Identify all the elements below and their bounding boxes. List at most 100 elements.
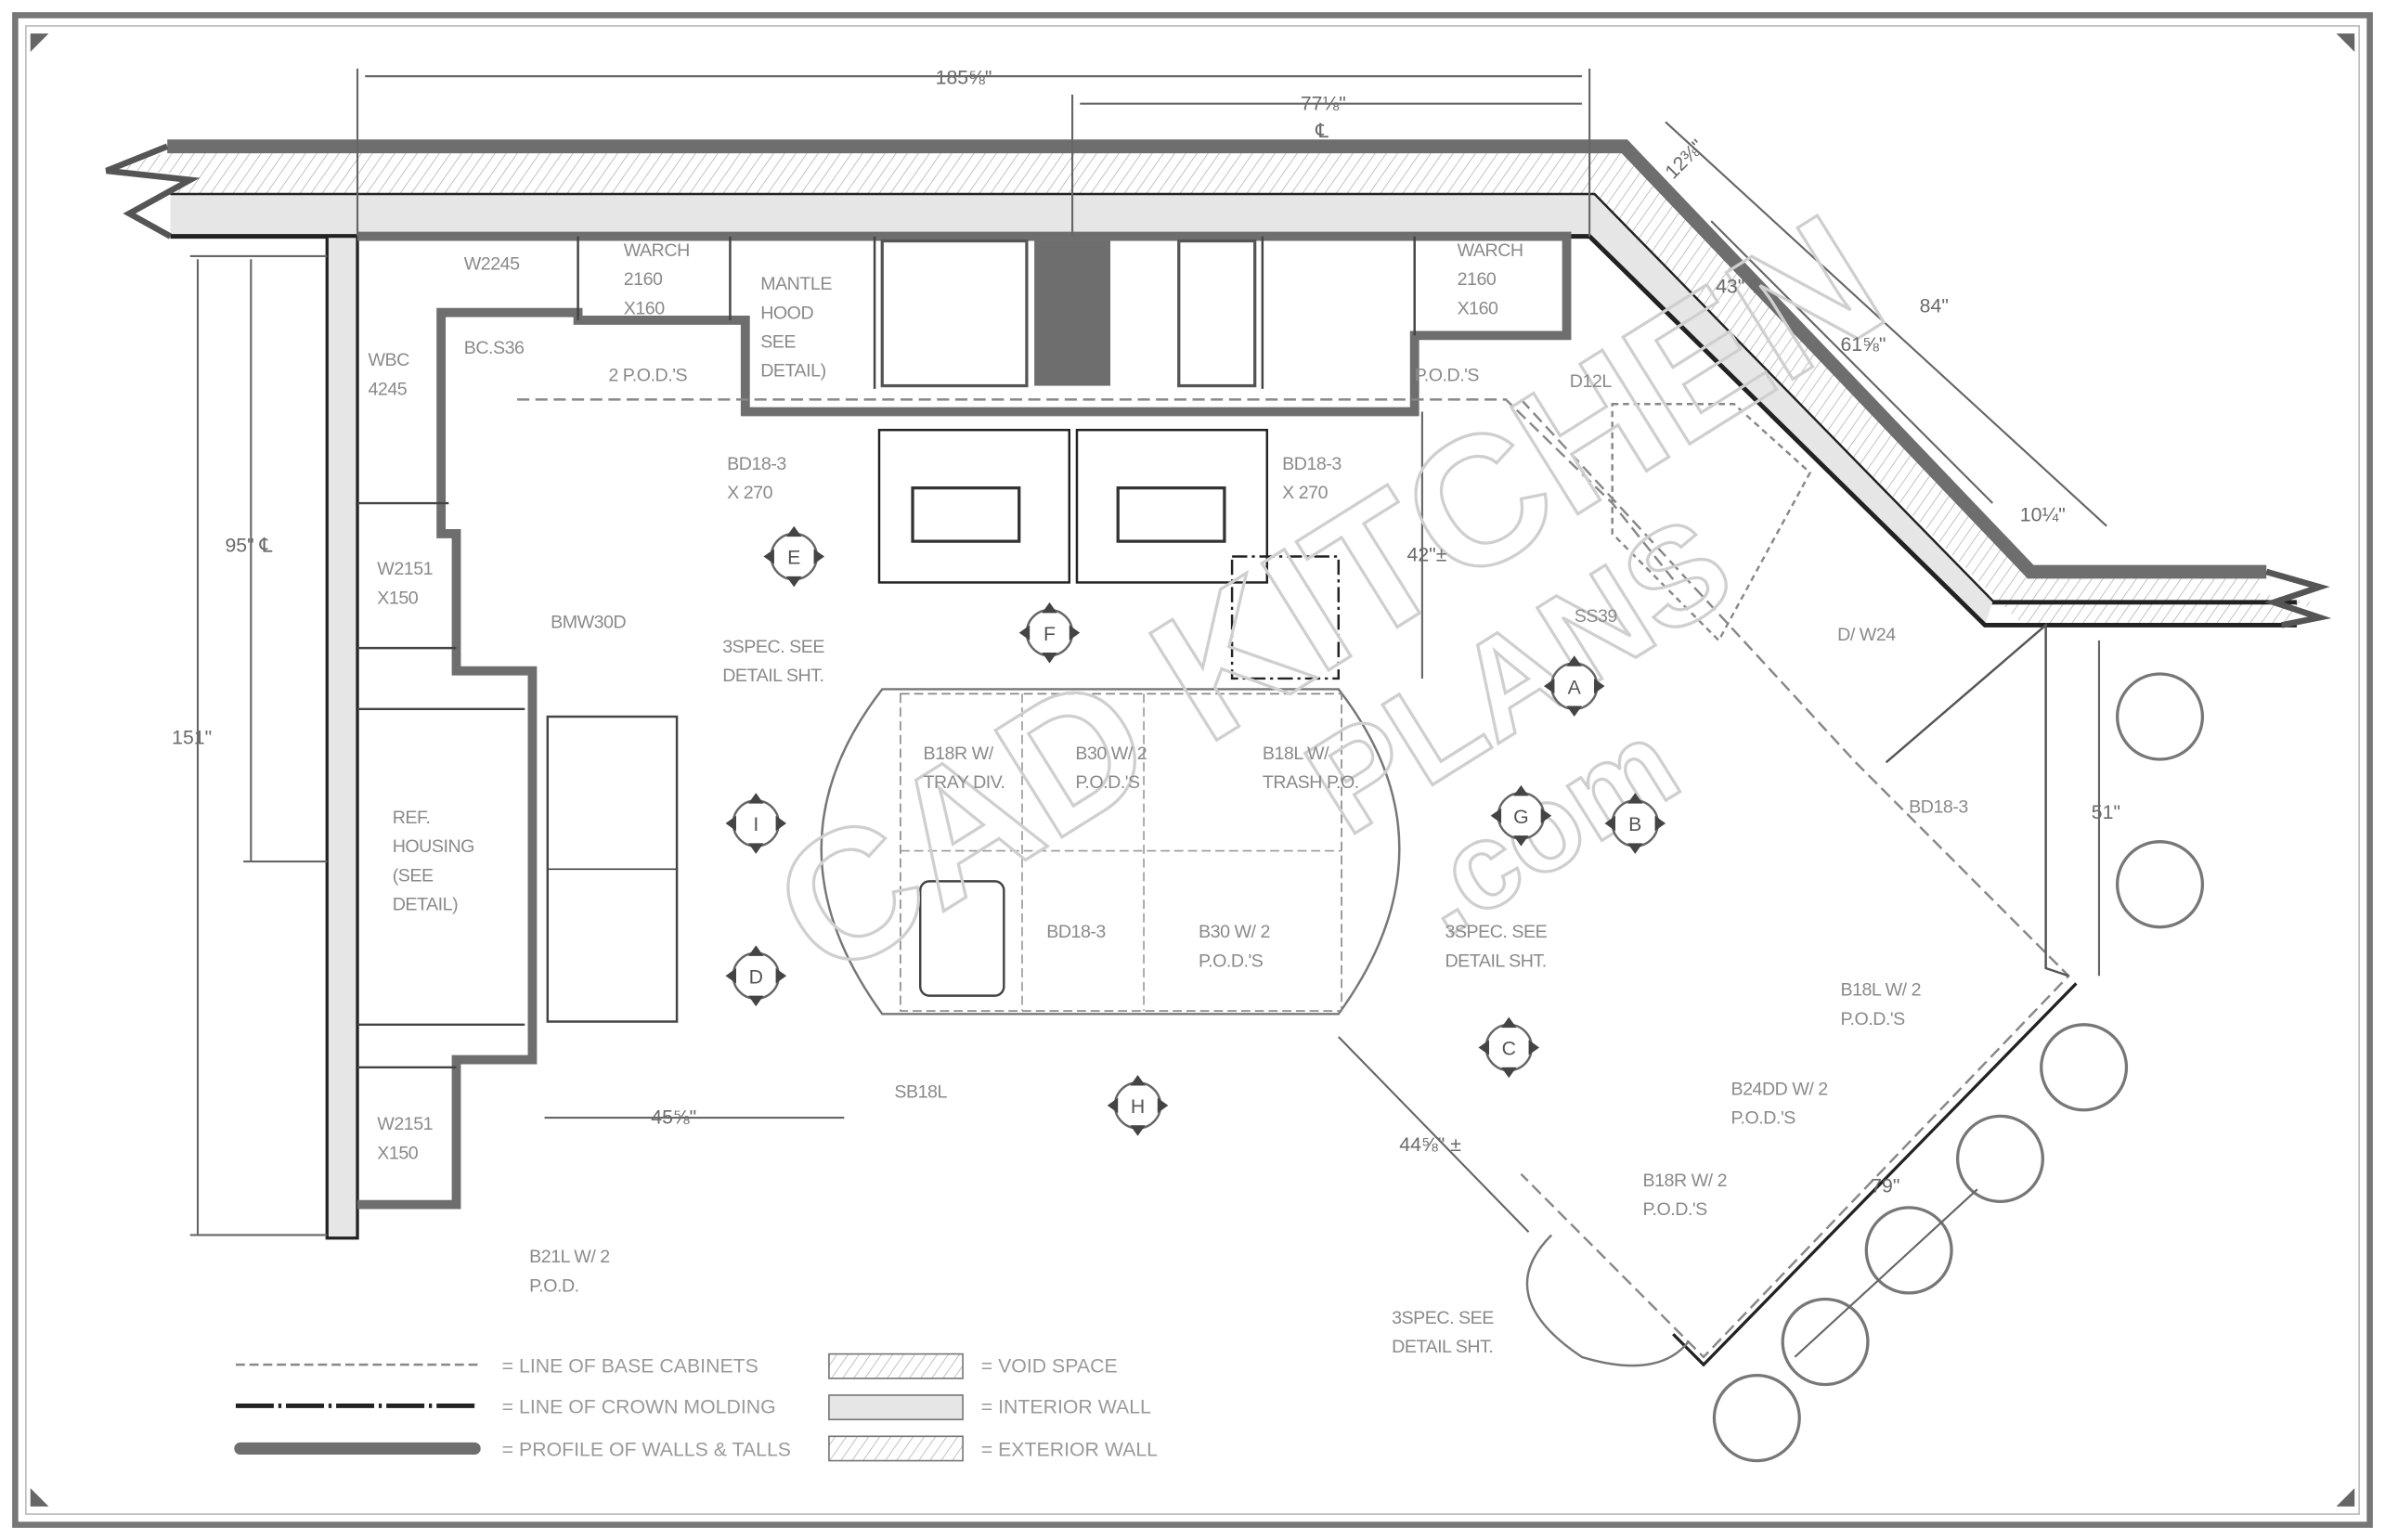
legend-swatch-void-space — [828, 1352, 964, 1379]
elevation-marker-c: C — [1478, 1016, 1540, 1079]
elevation-marker-d: D — [725, 945, 787, 1007]
cabinet-label: 2 P.O.D.'S — [608, 366, 687, 386]
elevation-marker-a: A — [1543, 655, 1605, 718]
svg-text:D: D — [749, 965, 763, 988]
elevation-markers: E F A G B I D C H — [725, 525, 1666, 1136]
elevation-marker-i: I — [725, 793, 787, 854]
legend-crown-molding: = LINE OF CROWN MOLDING — [502, 1396, 776, 1418]
cabinet-label: WBC — [368, 350, 409, 370]
dimension-label: 42"± — [1407, 543, 1447, 565]
dimension-label: 44⅝" ± — [1399, 1133, 1461, 1156]
elevation-marker-f: F — [1018, 602, 1081, 664]
bar-stool — [1712, 1373, 1801, 1463]
exterior-wall — [105, 139, 2332, 628]
elevation-marker-g: G — [1490, 784, 1552, 847]
svg-text:I: I — [753, 813, 758, 835]
cabinet-label: DETAIL) — [393, 895, 458, 915]
legend: = LINE OF BASE CABINETS = LINE OF CROWN … — [234, 1352, 1158, 1462]
bar-stool — [1955, 1114, 2044, 1203]
cabinet-label: P.O.D.'S — [1415, 366, 1480, 386]
legend-swatch-exterior-wall — [828, 1435, 964, 1462]
cabinet-label: SS39 — [1575, 606, 1618, 627]
dimension-label: 151" — [172, 727, 212, 749]
cabinet-label: (SEE — [393, 865, 434, 886]
dimension-label: 84" — [1920, 295, 1949, 317]
cabinet-label: P.O.D. — [529, 1275, 578, 1296]
cabinet-label: BMW30D — [551, 613, 626, 633]
cabinet-label: BD18-3 — [1909, 796, 1968, 817]
cabinet-label: P.O.D.'S — [1730, 1108, 1795, 1129]
cabinet-label: P.O.D.'S — [1840, 1009, 1905, 1029]
cabinet-label: SB18L — [894, 1082, 947, 1103]
cabinet-label: 2160 — [624, 269, 663, 290]
cabinet-label: B18R W/ — [924, 744, 994, 764]
cabinet-label: 3SPEC. SEE — [1445, 922, 1547, 942]
bar-stools — [1712, 672, 2205, 1463]
elevation-marker-h: H — [1107, 1075, 1169, 1136]
cabinet-label: 4245 — [368, 379, 407, 399]
dimension-lines — [189, 68, 2107, 1358]
bar-stool — [2116, 840, 2205, 929]
cabinet-label: DETAIL) — [760, 361, 825, 382]
bar-stool — [1781, 1297, 1870, 1387]
interior-wall-left — [325, 234, 359, 1240]
cabinet-label: MANTLE — [760, 274, 832, 294]
elevation-marker-b: B — [1604, 793, 1666, 854]
cabinet-label: X 270 — [1282, 483, 1328, 503]
dimension-label: 61⅝" — [1840, 333, 1886, 356]
cabinet-label: W2151 — [377, 559, 433, 579]
cabinet-label: DETAIL SHT. — [1392, 1337, 1493, 1357]
legend-swatch-interior-wall — [828, 1394, 964, 1421]
cabinet-label: TRASH P.O. — [1263, 772, 1359, 793]
cabinet-label: X160 — [1458, 298, 1498, 318]
dimension-label: 185⅝" — [936, 66, 992, 88]
svg-text:F: F — [1043, 623, 1056, 645]
cabinet-label: 3SPEC. SEE — [1392, 1308, 1494, 1328]
svg-text:C: C — [1502, 1038, 1516, 1060]
cabinet-label: B18R W/ 2 — [1642, 1171, 1727, 1191]
cabinet-label: BD18-3 — [727, 454, 786, 474]
cabinet-label: B30 W/ 2 — [1199, 922, 1270, 942]
cabinet-label: X 270 — [727, 483, 772, 503]
bar-stool — [2116, 672, 2205, 761]
svg-text:E: E — [787, 547, 800, 569]
cabinet-label: D/ W24 — [1837, 625, 1896, 645]
cabinet-label: HOUSING — [393, 836, 474, 857]
cabinet-label: BD18-3 — [1046, 922, 1106, 942]
cabinet-label: SEE — [760, 331, 796, 352]
cabinet-label: WARCH — [624, 240, 690, 261]
svg-text:G: G — [1513, 806, 1529, 828]
cabinet-label: BC.S36 — [464, 338, 525, 358]
cabinet-label: D12L — [1570, 371, 1613, 392]
cabinet-label: W2245 — [464, 254, 520, 275]
legend-base-cabinets: = LINE OF BASE CABINETS — [502, 1354, 758, 1377]
dimension-label: 12⅜" — [1661, 136, 1709, 184]
cabinet-label: 3SPEC. SEE — [722, 637, 824, 657]
cabinet-label: HOOD — [760, 303, 813, 323]
dimension-label: ℄ — [1315, 120, 1329, 142]
dimension-label: 77⅛" — [1301, 92, 1346, 114]
drawing-frame — [12, 12, 2373, 1528]
cabinet-label: DETAIL SHT. — [722, 666, 823, 686]
cabinet-label: B18L W/ — [1263, 744, 1329, 764]
cabinet-label: X160 — [624, 298, 665, 318]
dimension-label: 43" ℄ — [1716, 275, 1763, 297]
cabinet-label: P.O.D.'S — [1642, 1199, 1707, 1220]
cabinet-label: BD18-3 — [1282, 454, 1342, 474]
cabinet-label: DETAIL SHT. — [1445, 951, 1546, 971]
svg-text:H: H — [1131, 1095, 1145, 1118]
svg-text:B: B — [1628, 813, 1641, 835]
cabinet-outlines — [357, 231, 2078, 1367]
svg-text:A: A — [1568, 676, 1582, 698]
bar-stool — [1864, 1206, 1953, 1295]
dimension-label: 10¼" — [2020, 504, 2066, 526]
legend-interior-wall: = INTERIOR WALL — [981, 1396, 1151, 1418]
cabinet-label: W2151 — [377, 1114, 433, 1134]
cabinet-label: X150 — [377, 588, 418, 608]
cabinet-label: TRAY DIV. — [924, 772, 1005, 793]
cabinet-label: B24DD W/ 2 — [1730, 1079, 1827, 1099]
elevation-marker-e: E — [763, 525, 825, 588]
cabinet-label: WARCH — [1458, 240, 1523, 261]
legend-walls-talls: = PROFILE OF WALLS & TALLS — [502, 1439, 791, 1461]
